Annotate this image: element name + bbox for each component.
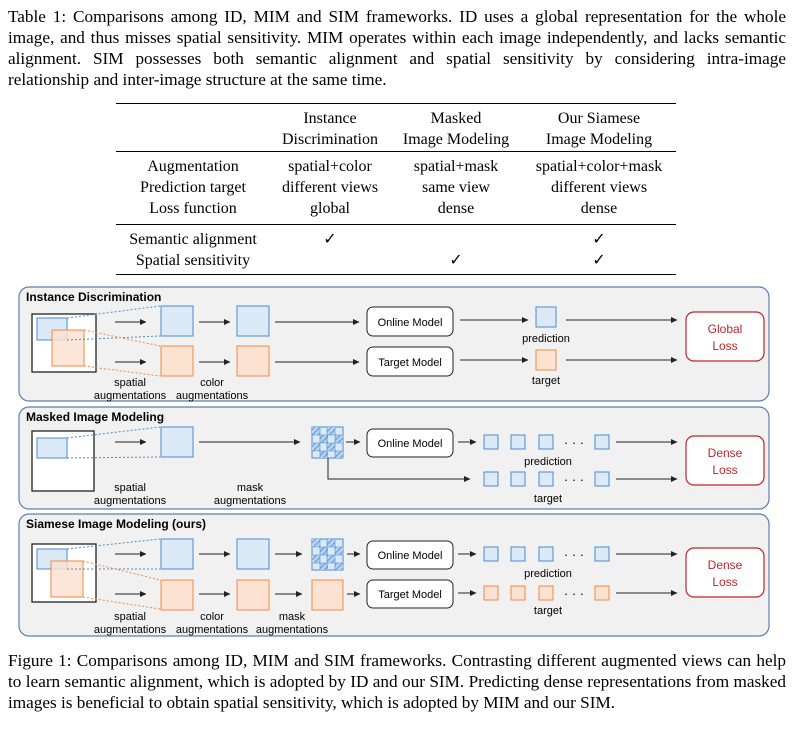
aug-label-line1: color (200, 611, 224, 623)
view-blue (236, 538, 270, 570)
dense-loss-box (685, 547, 765, 598)
loss-label-line1: Dense (708, 558, 743, 572)
aug-label-line2: augmentations (94, 624, 167, 636)
guide-line (66, 456, 161, 459)
target-token (535, 349, 557, 371)
prediction-tokens (483, 434, 610, 450)
guide-line (66, 335, 161, 341)
view-orange (236, 579, 270, 611)
masked-view (311, 538, 344, 571)
arrow (327, 458, 471, 482)
view-blue (160, 538, 194, 570)
target-model-label: Target Model (378, 357, 442, 369)
loss-label-line1: Dense (708, 446, 743, 460)
aug-label-line1: spatial (114, 482, 146, 494)
view-orange (236, 345, 270, 377)
aug-label-line2: augmentations (256, 624, 329, 636)
global-loss-box (685, 311, 765, 362)
prediction-label: prediction (524, 568, 572, 580)
prediction-label: prediction (524, 456, 572, 468)
aug-label-line2: augmentations (176, 390, 249, 402)
aug-label-line1: color (200, 377, 224, 389)
loss-label-line2: Loss (712, 575, 737, 589)
panel-siamese-image-modeling: Siamese Image Modeling (ours) (18, 513, 770, 637)
target-label: target (534, 605, 562, 617)
view-orange (160, 579, 194, 611)
view-blue (160, 426, 194, 458)
target-model-box (366, 579, 454, 609)
view-orange (160, 345, 194, 377)
online-model-box (366, 428, 454, 458)
online-model-box (366, 306, 454, 337)
panel-background (18, 286, 770, 402)
guide-line (66, 538, 161, 550)
online-model-label: Online Model (378, 550, 443, 562)
loss-label-line1: Global (708, 322, 743, 336)
figure-caption: Figure 1: Comparisons among ID, MIM and … (8, 651, 786, 712)
crop-view-2 (51, 329, 85, 367)
guide-line (82, 560, 161, 581)
view-orange (311, 579, 344, 611)
panel-masked-image-modeling: Masked Image Modeling Onlin (18, 406, 770, 510)
loss-label-line2: Loss (712, 339, 737, 353)
panel-background (18, 513, 770, 637)
panel-instance-discrimination: Instance Discrimination Online Model Tar… (18, 286, 770, 402)
ellipsis: · · · (564, 547, 584, 562)
aug-label-line2: augmentations (94, 390, 167, 402)
crop-view-1 (36, 437, 68, 459)
aug-label-line2: augmentations (176, 624, 249, 636)
prediction-token (535, 306, 557, 328)
target-label: target (534, 493, 562, 505)
masked-view (311, 426, 344, 459)
ellipsis: · · · (564, 435, 584, 450)
panel-title: Masked Image Modeling (26, 410, 164, 424)
panel-title: Instance Discrimination (26, 290, 161, 304)
prediction-tokens (483, 546, 610, 562)
prediction-label: prediction (522, 333, 570, 345)
view-blue (160, 305, 194, 337)
target-model-box (366, 346, 454, 377)
online-model-label: Online Model (378, 317, 443, 329)
table-caption: Table 1: Comparisons among ID, MIM and S… (8, 7, 786, 89)
target-tokens (483, 471, 610, 487)
view-blue (236, 305, 270, 337)
online-model-box (366, 540, 454, 570)
target-label: target (532, 375, 560, 387)
aug-label-line1: mask (237, 482, 264, 494)
aug-label-line1: spatial (114, 377, 146, 389)
ellipsis: · · · (564, 472, 584, 487)
aug-label-line1: mask (279, 611, 306, 623)
guide-line (83, 365, 161, 377)
aug-label-line1: spatial (114, 611, 146, 623)
guide-line (82, 596, 161, 610)
ellipsis: · · · (564, 586, 584, 601)
guide-line (83, 329, 161, 347)
loss-label-line2: Loss (712, 463, 737, 477)
aug-label-line2: augmentations (94, 495, 167, 507)
aug-label-line2: augmentations (214, 495, 287, 507)
dense-loss-box (685, 435, 765, 486)
target-tokens (483, 585, 610, 601)
crop-view-2 (50, 560, 84, 598)
target-model-label: Target Model (378, 589, 442, 601)
panel-background (18, 406, 770, 510)
online-model-label: Online Model (378, 438, 443, 450)
panel-title: Siamese Image Modeling (ours) (26, 517, 206, 531)
